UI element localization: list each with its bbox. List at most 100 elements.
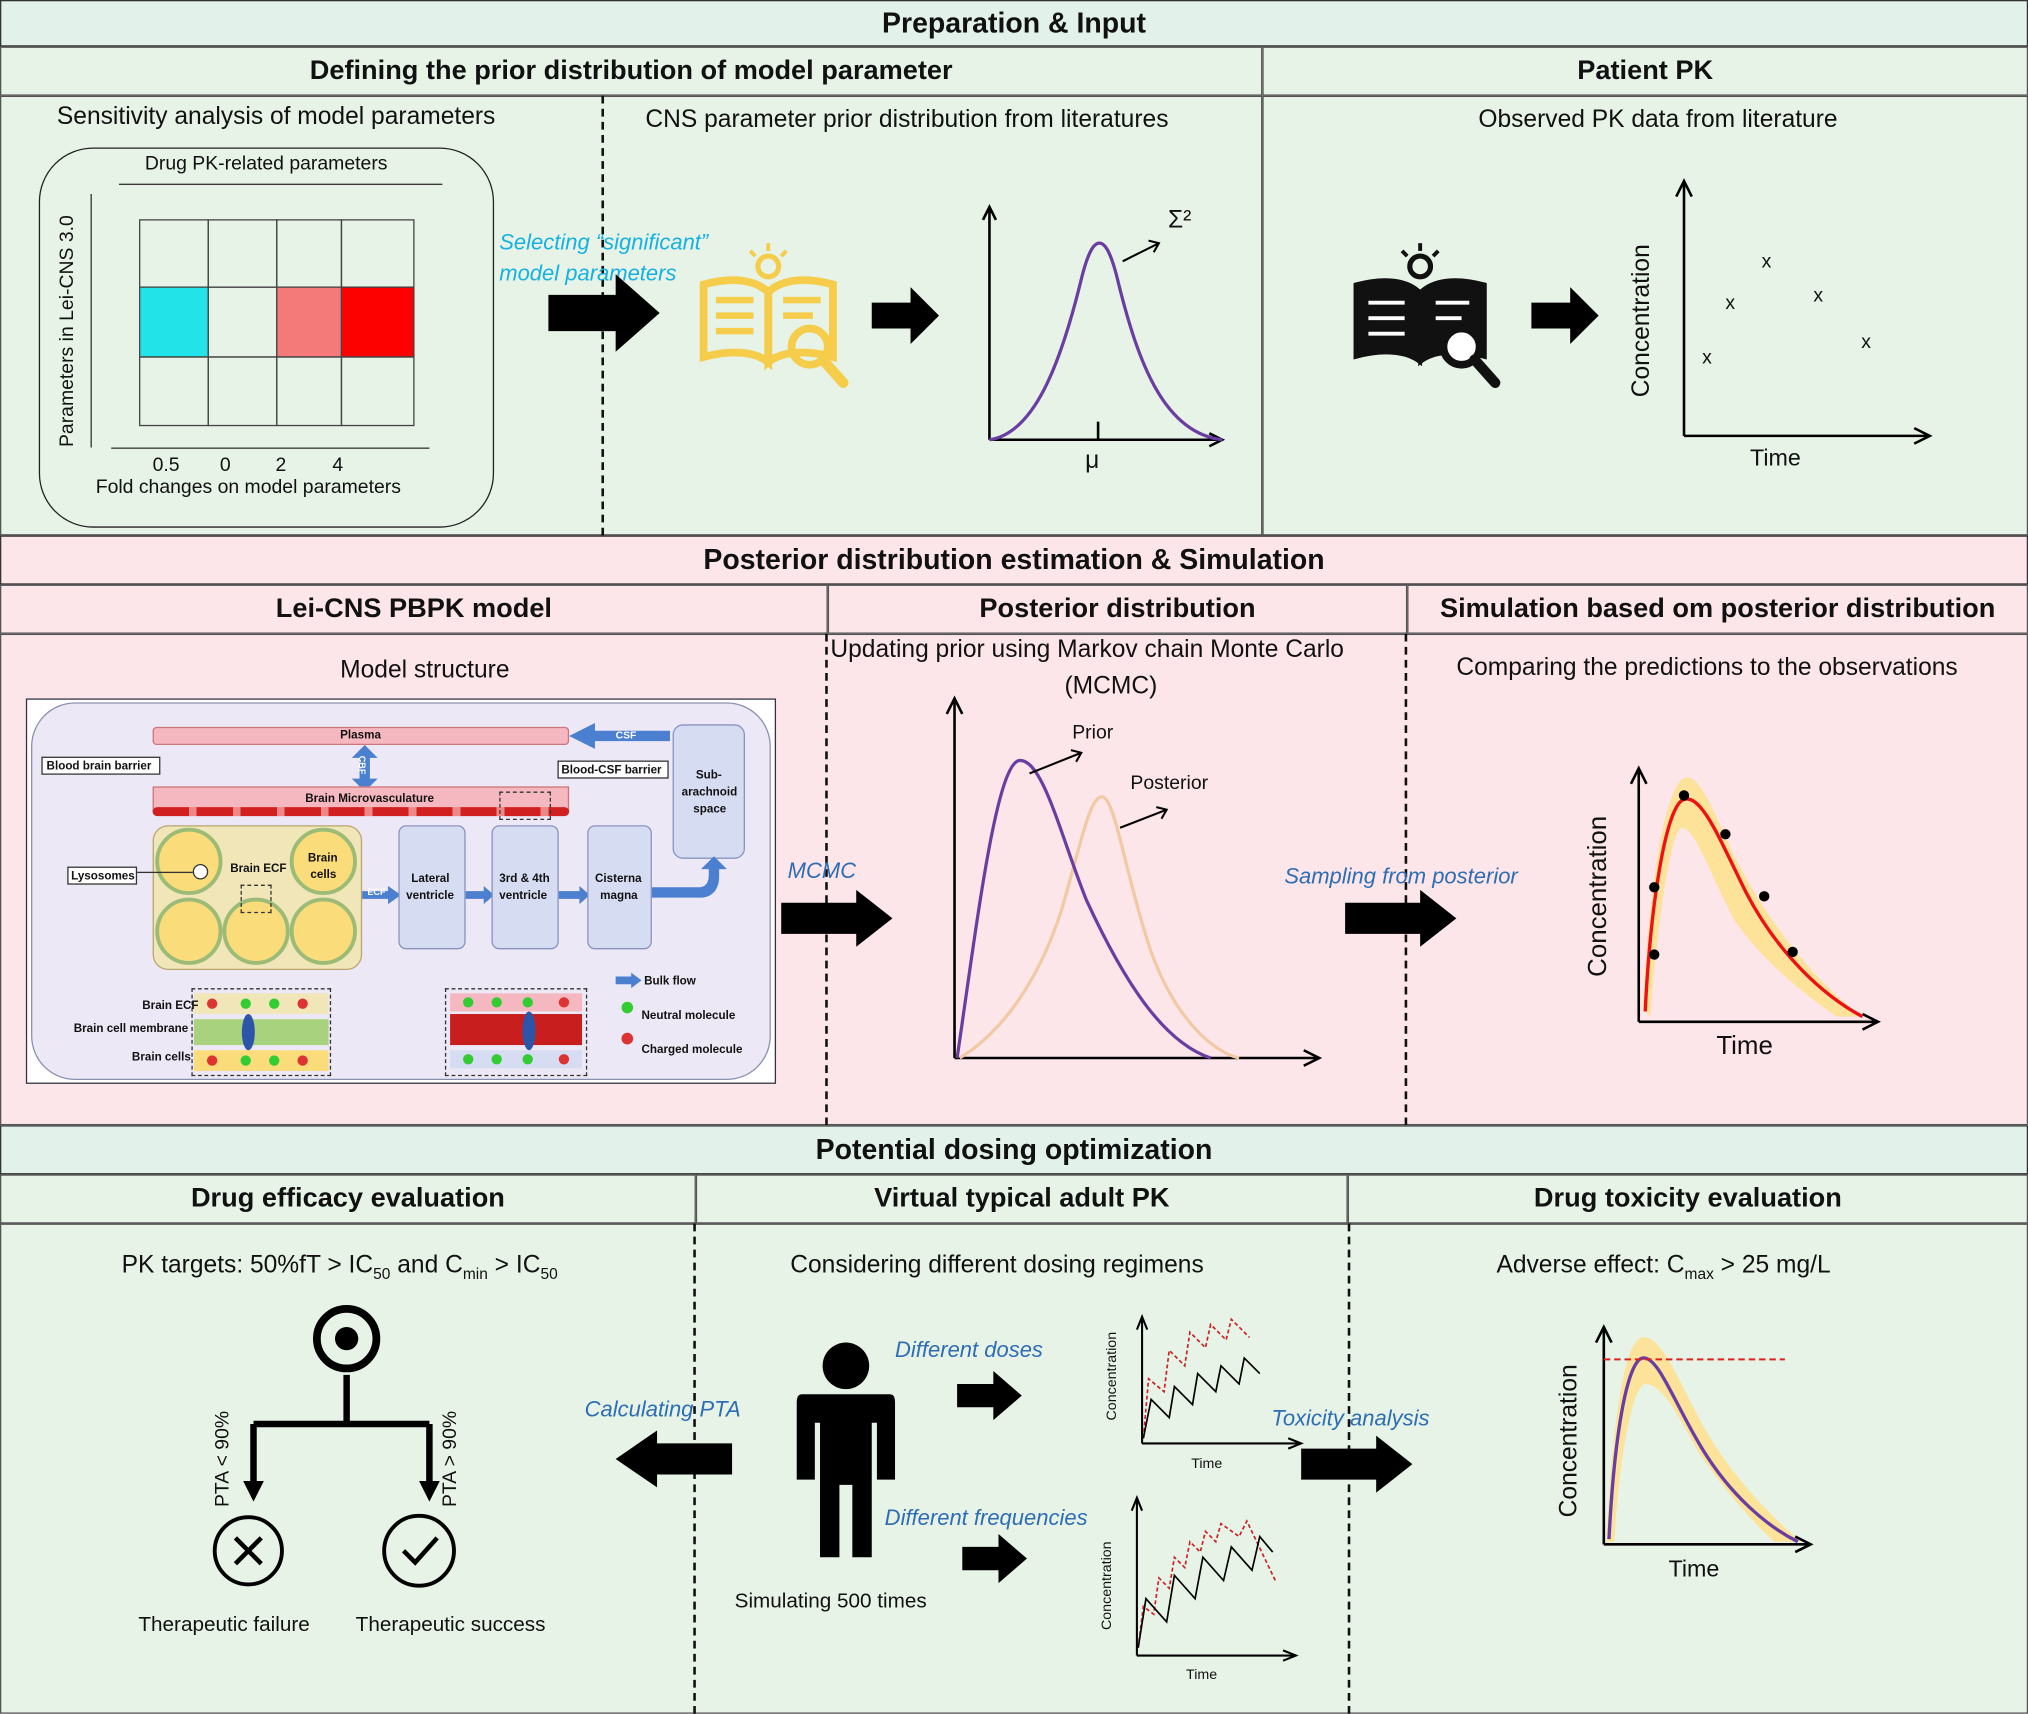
sensitivity-y-line [90,194,92,448]
prediction-curve [1643,797,1864,1019]
cns-title: CNS parameter prior distribution from li… [645,106,1169,134]
prior-curve [955,758,1212,1060]
pta-low-label: PTA < 90% [211,1410,234,1508]
legend-bulk-flow-icon [615,972,642,989]
observation-point [1678,790,1690,801]
observed-title: Observed PK data from literature [1478,106,1838,134]
observation-point [1649,949,1660,960]
membrane-cells-band [194,1050,329,1071]
csf-label: CSF [615,729,637,742]
fold-tick: 2 [275,453,287,476]
posterior-pointer [1119,806,1169,829]
microvasculature-label: Brain Microvasculature [305,791,434,805]
considering-label: Considering different dosing regimens [790,1252,1204,1280]
bcsfb-label: Blood-CSF barrier [561,763,662,777]
brain-cells-label-2: cells [310,867,337,881]
selecting-label-2: model parameters [499,261,677,286]
low-dose-curve [1142,1356,1261,1439]
book-magnifier-icon [699,243,849,389]
section2-title: Posterior distribution estimation & Simu… [0,535,2028,585]
calculating-pta-label: Calculating PTA [584,1396,741,1422]
ecf-label: ECF [367,888,386,898]
different-frequencies-label: Different frequencies [884,1505,1088,1531]
heatmap-cell [276,356,343,427]
arrow-to-literature [548,274,660,352]
frequent-dose-curve [1137,1519,1277,1648]
drug-pk-underline [118,183,443,185]
selecting-label-1: Selecting “significant” [499,230,709,255]
section2-body-border [0,633,2028,1126]
mcmc-title-1: Updating prior using Markov chain Monte … [830,636,1344,664]
heatmap-cell-red [340,286,415,358]
fold-tick: 0 [219,453,231,476]
section3-title: Potential dosing optimization [0,1125,2028,1175]
bcsfb-barrier-band [450,1014,583,1046]
mcmc-arrow-label: MCMC [787,858,857,884]
virtual-header: Virtual typical adult PK [695,1174,1348,1224]
heatmap-cell-salmon [276,286,343,358]
book-magnifier-icon-black [1353,243,1501,389]
toxicity-plot [1594,1324,1814,1554]
sensitivity-title: Sensitivity analysis of model parameters [56,103,496,131]
heatmap-cell [139,356,209,427]
parameters-axis-label: Parameters in Lei-CNS 3.0 [56,215,79,448]
arrow-to-frequency-plot [962,1533,1027,1584]
lysosome-pointer [134,871,193,874]
bcsfb-zoom-box [444,988,588,1077]
patient-pk-header: Patient PK [1262,46,2028,96]
brain-cell [155,827,223,896]
simulation-plot [1629,765,1881,1031]
membrane-ecf-label: Brain ECF [142,998,199,1012]
observation-point [1787,946,1798,958]
heatmap-cell [276,219,343,288]
sigma-arrow [1122,239,1161,263]
plot-axes [945,695,1323,1067]
patient-body-border [1262,95,2028,536]
plot-axes [981,204,1226,448]
efficacy-header: Drug efficacy evaluation [0,1174,696,1224]
simulation-x-label: Time [1716,1032,1773,1061]
sigma-label: Σ² [1167,206,1192,235]
drug-pk-label: Drug PK-related parameters [144,152,388,175]
target-icon [313,1305,381,1373]
high-dose-curve [1142,1317,1251,1439]
membrane-transporter [241,1014,255,1051]
frequency-plot [1130,1494,1299,1662]
ecf-flow-arrow [362,885,401,905]
lysosomes-label-box [67,866,138,885]
bcsfb-transporter [522,1011,536,1051]
sensitivity-x-line [111,447,430,449]
brain-cells-label-1: Brain [307,851,338,864]
toxicity-x-label: Time [1668,1555,1720,1582]
brain-cell [222,897,290,965]
frequency-plot-y-label: Concentration [1099,1541,1115,1631]
target-decision-tree [212,1305,456,1588]
lateral-label-2: ventricle [406,888,455,902]
posterior-curve [958,795,1240,1060]
observed-point: x [1861,331,1871,354]
lysosomes-label: Lysosomes [71,869,135,883]
observed-point: x [1761,250,1772,273]
plot-axes [1594,1324,1814,1554]
heatmap-cell-cyan [139,286,209,358]
fold-tick: 0.5 [152,453,180,476]
simulating-label: Simulating 500 times [734,1590,927,1613]
person-icon [796,1342,896,1558]
arrow-to-prior [871,287,940,345]
success-icon [382,1513,456,1588]
plasma-bar [152,726,570,745]
prior-pointer [1029,749,1083,775]
membrane-molecules [206,998,308,1066]
bcsfb-label-box [557,760,669,779]
pta-high-label: PTA > 90% [439,1410,462,1508]
bcsfb-dashed-box [499,791,551,821]
success-label: Therapeutic success [355,1614,546,1637]
simulation-header: Simulation based om posterior distributi… [1407,584,2028,634]
observed-point: x [1702,346,1712,369]
lysosome [192,863,209,880]
section1-body-border [0,95,1263,536]
prior-curve [989,241,1223,442]
csf-flow-arrow [558,885,590,905]
membrane-zoom-box [191,988,332,1077]
